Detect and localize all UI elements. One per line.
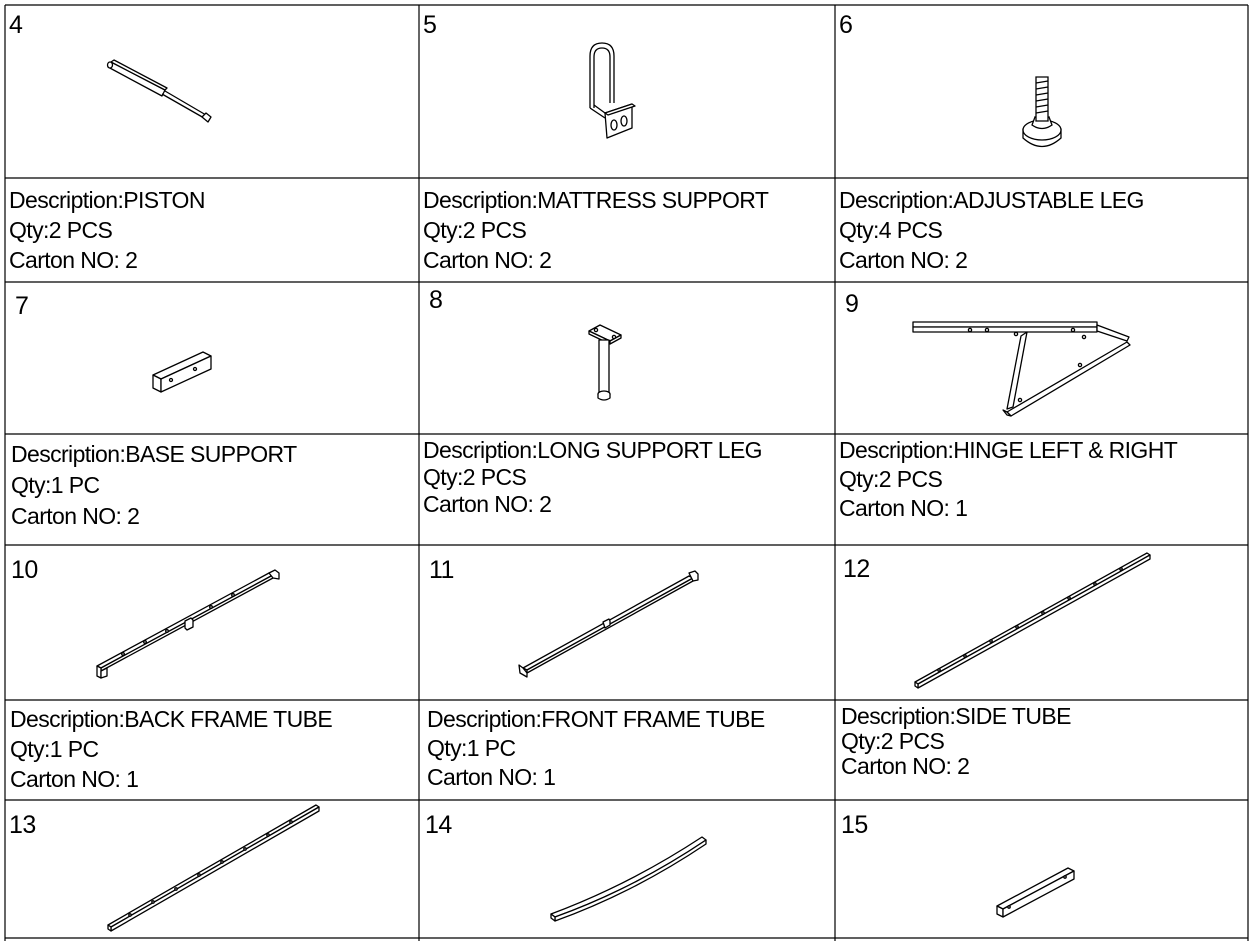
- part-number: 8: [429, 286, 443, 314]
- part-image-cell: 4: [5, 5, 419, 178]
- slat-icon: [419, 800, 835, 941]
- part-image-cell: 9: [835, 282, 1248, 434]
- part-image-cell: 11: [419, 545, 835, 700]
- part-info-cell: Description:FRONT FRAME TUBE Qty:1 PC Ca…: [419, 700, 835, 800]
- part-image-cell: 10: [5, 545, 419, 700]
- part-description: Description:BACK FRAME TUBE: [10, 706, 333, 732]
- part-number: 13: [9, 811, 36, 839]
- part-number: 9: [845, 290, 859, 318]
- part-image-cell: 7: [5, 282, 419, 434]
- part-info-cell: Description:HINGE LEFT & RIGHT Qty:2 PCS…: [835, 434, 1248, 545]
- part-carton: Carton NO: 2: [9, 247, 138, 273]
- part-image-cell: 6: [835, 5, 1248, 178]
- part-info-cell: Description:BACK FRAME TUBE Qty:1 PC Car…: [5, 700, 419, 800]
- part-description: Description:HINGE LEFT & RIGHT: [839, 437, 1178, 463]
- part-number: 5: [423, 11, 437, 39]
- part-info-cell: Description:LONG SUPPORT LEG Qty:2 PCS C…: [419, 434, 835, 545]
- part-description: Description:LONG SUPPORT LEG: [423, 437, 763, 463]
- part-info-cell: Description:MATTRESS SUPPORT Qty:2 PCS C…: [419, 178, 835, 282]
- front-frame-tube-icon: [419, 545, 835, 700]
- part-qty: Qty:2 PCS: [9, 217, 113, 243]
- part-carton: Carton NO: 2: [423, 247, 552, 273]
- side-tube-icon: [835, 545, 1248, 700]
- part-number: 7: [15, 292, 29, 320]
- part-description: Description:PISTON: [9, 187, 205, 213]
- part-carton: Carton NO: 2: [839, 247, 968, 273]
- part-image-cell: 8: [419, 282, 835, 434]
- part-qty: Qty:2 PCS: [841, 728, 945, 754]
- part-info-cell: Description:SIDE TUBE Qty:2 PCS Carton N…: [835, 700, 1248, 800]
- part-image-cell: 13: [5, 800, 419, 941]
- part-description: Description:MATTRESS SUPPORT: [423, 187, 769, 213]
- part-qty: Qty:1 PC: [10, 736, 99, 762]
- part-number: 11: [429, 556, 454, 584]
- part-number: 12: [843, 555, 870, 583]
- part-number: 6: [839, 11, 853, 39]
- adjustable-leg-icon: [835, 5, 1248, 178]
- part-carton: Carton NO: 1: [427, 764, 556, 790]
- part-description: Description:ADJUSTABLE LEG: [839, 187, 1144, 213]
- long-support-leg-icon: [419, 282, 835, 434]
- part-number: 14: [425, 811, 452, 839]
- mattress-support-icon: [419, 5, 835, 178]
- part-description: Description:SIDE TUBE: [841, 703, 1071, 729]
- part-qty: Qty:2 PCS: [423, 217, 527, 243]
- back-frame-tube-icon: [5, 545, 419, 700]
- part-number: 4: [9, 11, 23, 39]
- part-image-cell: 15: [835, 800, 1248, 941]
- part-carton: Carton NO: 2: [841, 753, 970, 779]
- part-info-cell: Description:BASE SUPPORT Qty:1 PC Carton…: [5, 434, 419, 545]
- part-number: 10: [11, 556, 38, 584]
- part-qty: Qty:4 PCS: [839, 217, 943, 243]
- short-tube-icon: [835, 800, 1248, 941]
- part-qty: Qty:2 PCS: [423, 464, 527, 490]
- part-qty: Qty:1 PC: [427, 735, 516, 761]
- part-qty: Qty:2 PCS: [839, 466, 943, 492]
- part-description: Description:FRONT FRAME TUBE: [427, 706, 765, 732]
- part-info-cell: Description:PISTON Qty:2 PCS Carton NO: …: [5, 178, 419, 282]
- piston-icon: [5, 5, 419, 178]
- part-number: 15: [841, 811, 868, 839]
- part-image-cell: 14: [419, 800, 835, 941]
- part-qty: Qty:1 PC: [11, 472, 100, 498]
- part-image-cell: 5: [419, 5, 835, 178]
- part-carton: Carton NO: 1: [839, 495, 968, 521]
- part-carton: Carton NO: 2: [423, 491, 552, 517]
- part-description: Description:BASE SUPPORT: [11, 441, 297, 467]
- tube-icon: [5, 800, 419, 941]
- part-image-cell: 12: [835, 545, 1248, 700]
- hinge-icon: [835, 282, 1248, 434]
- part-info-cell: Description:ADJUSTABLE LEG Qty:4 PCS Car…: [835, 178, 1248, 282]
- base-support-icon: [5, 282, 419, 434]
- part-carton: Carton NO: 2: [11, 503, 140, 529]
- part-carton: Carton NO: 1: [10, 766, 139, 792]
